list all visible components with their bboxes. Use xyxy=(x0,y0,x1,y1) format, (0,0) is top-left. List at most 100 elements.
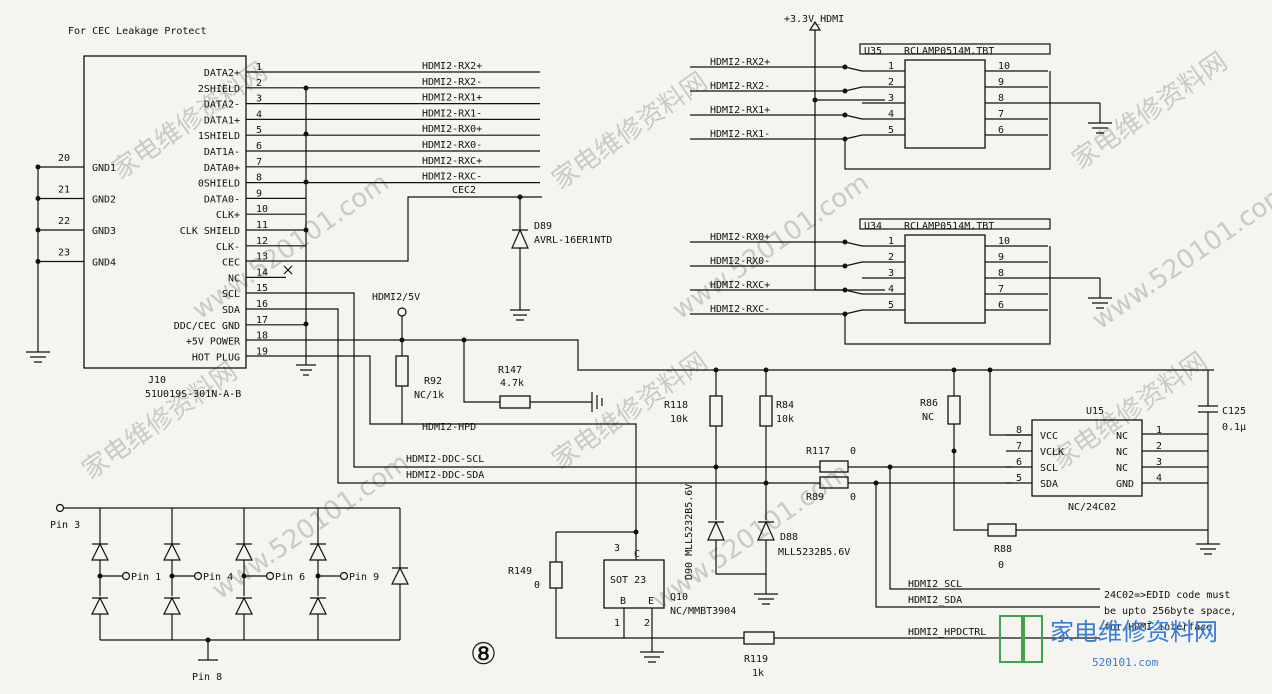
net-hpd: HDMI2-HPD xyxy=(422,422,476,433)
r119-ref: R119 xyxy=(744,654,768,665)
u34-gnd xyxy=(1048,277,1112,309)
watermark-cn: 家电维修资料网 xyxy=(1067,47,1233,176)
gnd-pin-name: GND4 xyxy=(92,258,116,269)
r84-value: 10k xyxy=(776,414,794,425)
net-cec2: CEC2 xyxy=(452,185,476,196)
j10-pin-number: 11 xyxy=(256,220,268,231)
pin-terminal xyxy=(193,571,203,581)
r86-ref: R86 xyxy=(920,398,938,409)
u34-right-pin: 6 xyxy=(998,300,1004,311)
pin-label: Pin 3 xyxy=(50,520,80,531)
u35-left-pin: 5 xyxy=(888,125,894,136)
r86-value: NC xyxy=(922,412,934,423)
c125-value: 0.1μ xyxy=(1222,422,1246,433)
r117-ref: R117 xyxy=(806,446,830,457)
j10-pin-name: 1SHIELD xyxy=(198,131,240,142)
j10-pin-number: 9 xyxy=(256,188,262,199)
j10-pin-number: 13 xyxy=(256,252,268,263)
j10-pin-name: DATA2+ xyxy=(204,68,240,79)
u35-left-pin: 2 xyxy=(888,77,894,88)
u15-left-pin-name: SCL xyxy=(1040,463,1058,474)
j10-pin-number: 19 xyxy=(256,346,268,357)
r149-ref: R149 xyxy=(508,566,532,577)
j10-pin-number: 18 xyxy=(256,331,268,342)
j10-net-label: HDMI2-RX1+ xyxy=(422,93,482,104)
u35-junction xyxy=(842,112,848,118)
net-hpdctrl: HDMI2_HPDCTRL xyxy=(908,627,986,638)
watermark-url: www.520101.com xyxy=(207,448,415,606)
j10-pin-name: 2SHIELD xyxy=(198,84,240,95)
pin-terminal xyxy=(265,571,275,581)
r88-value: 0 xyxy=(998,560,1004,571)
u35-right-pin: 10 xyxy=(998,61,1010,72)
q10-pin-c: C xyxy=(634,549,640,560)
ddc-series-resistors: R117 0 R89 0 HDMI2_SCL HDMI2_SDA xyxy=(806,446,1100,608)
u35-right-pin: 9 xyxy=(998,77,1004,88)
j10-pin-name: DATA1+ xyxy=(204,115,240,126)
rail-label: +3.3V_HDMI xyxy=(784,14,844,25)
u34-frame xyxy=(859,218,1051,230)
d88-part: MLL5232B5.6V xyxy=(778,547,850,558)
u15-right-pin-name: NC xyxy=(1116,447,1128,458)
j10-net-label: HDMI2-RX1- xyxy=(422,108,482,119)
r149-value: 0 xyxy=(534,580,540,591)
u34-right-pin: 7 xyxy=(998,284,1004,295)
q10-body xyxy=(603,559,665,609)
gnd-pin-name: GND1 xyxy=(92,163,116,174)
u35-input-wire xyxy=(844,134,863,140)
u35-part: RCLAMP0514M.TBT xyxy=(904,46,994,57)
j10-pin-name: CLK SHIELD xyxy=(180,226,240,237)
u15-ref: U15 xyxy=(1086,406,1104,417)
q10-ref: Q10 xyxy=(670,592,688,603)
r89-value: 0 xyxy=(850,492,856,503)
gnd-pin-number: 22 xyxy=(58,216,70,227)
u34-input-wire xyxy=(844,241,863,247)
site-logo: 家电维修资料网 520101.com xyxy=(999,615,1218,669)
u15-left-pin-name: VCC xyxy=(1040,431,1058,442)
u15-right-pin-name: NC xyxy=(1116,431,1128,442)
watermark-cn: 家电维修资料网 xyxy=(547,67,713,196)
q10-pkg: SOT 23 xyxy=(610,575,646,586)
d89-part: AVRL-16ER1NTD xyxy=(534,235,612,246)
u34-input-wire xyxy=(844,309,863,315)
net-sda: HDMI2_SDA xyxy=(908,595,962,606)
u34-input-wire xyxy=(844,261,863,267)
u34-right-pin: 8 xyxy=(998,268,1004,279)
d89-ref: D89 xyxy=(534,221,552,232)
u34-loop xyxy=(844,246,1051,345)
u35-gnd xyxy=(1048,102,1112,134)
r88-ref: R88 xyxy=(994,544,1012,555)
u34-input-net: HDMI2-RXC+ xyxy=(710,280,770,291)
j10-net-label: HDMI2-RX2- xyxy=(422,77,482,88)
pin-label: Pin 1 xyxy=(131,572,161,583)
u15-eeprom: U15 NC/24C02 VCC8VCLK7SCL6SDA5NC1NC2NC3G… xyxy=(920,367,1246,571)
hdmi5v-label: HDMI2/5V xyxy=(372,292,420,303)
u15-left-pin-number: 6 xyxy=(1016,457,1022,468)
watermark-cn: 家电维修资料网 xyxy=(1047,347,1213,476)
j10-pin-name: CEC xyxy=(222,258,240,269)
r92-ref: R92 xyxy=(424,376,442,387)
watermark-cn: 家电维修资料网 xyxy=(547,347,713,476)
j10-pin-number: 16 xyxy=(256,299,268,310)
ddc-protection: R118 10k R84 10k D90 MLL5232B5.6V D88 ML… xyxy=(664,367,850,605)
j10-pin-number: 8 xyxy=(256,173,262,184)
u34-left-pin: 2 xyxy=(888,252,894,263)
u35-right-pin: 6 xyxy=(998,125,1004,136)
pin-label: Pin 6 xyxy=(275,572,305,583)
u34-body xyxy=(904,234,986,324)
j10-pin-number: 12 xyxy=(256,236,268,247)
q10-part: NC/MMBT3904 xyxy=(670,606,736,617)
u34-junction xyxy=(842,239,848,245)
j10-pin-number: 3 xyxy=(256,94,262,105)
pin3-terminal xyxy=(55,503,65,513)
pin-label: Pin 8 xyxy=(192,672,222,683)
gnd-pin-number: 21 xyxy=(58,185,70,196)
u15-left-pin-number: 7 xyxy=(1016,441,1022,452)
r147-ref: R147 xyxy=(498,365,522,376)
j10-net-label: HDMI2-RXC+ xyxy=(422,156,482,167)
u35-left-pin: 3 xyxy=(888,93,894,104)
logo-text-cn: 家电维修资料网 xyxy=(1050,618,1218,646)
